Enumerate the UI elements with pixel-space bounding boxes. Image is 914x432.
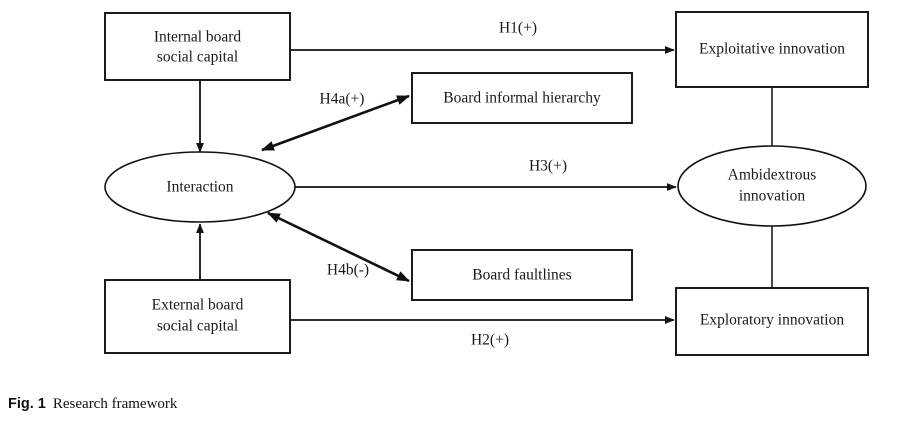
research-framework-diagram: H1(+) H2(+) H3(+) H4a(+) H4b(-) bbox=[104, 11, 869, 356]
node-interaction[interactable]: Interaction bbox=[104, 151, 296, 223]
node-board-faultlines-label: Board faultlines bbox=[472, 267, 571, 284]
figure-caption-label: Fig. 1 bbox=[8, 396, 46, 412]
edge-h3-label: H3(+) bbox=[529, 158, 567, 175]
node-external-board-social-capital-line1: External board bbox=[152, 297, 244, 314]
figure-caption-text: Research framework bbox=[52, 396, 178, 412]
edge-h4b-label: H4b(-) bbox=[327, 262, 369, 279]
node-ambidextrous-innovation-line1: Ambidextrous bbox=[728, 167, 817, 184]
node-board-faultlines[interactable]: Board faultlines bbox=[411, 249, 633, 301]
node-ambidextrous-innovation-line2: innovation bbox=[739, 188, 806, 205]
edge-h2-label: H2(+) bbox=[471, 332, 509, 349]
node-board-informal-hierarchy[interactable]: Board informal hierarchy bbox=[411, 72, 633, 124]
node-board-informal-hierarchy-label: Board informal hierarchy bbox=[443, 90, 601, 107]
figure-caption: Fig. 1 Research framework bbox=[8, 396, 177, 413]
node-exploratory-innovation[interactable]: Exploratory innovation bbox=[675, 287, 869, 356]
node-ambidextrous-innovation[interactable]: Ambidextrous innovation bbox=[677, 145, 867, 227]
node-interaction-label: Interaction bbox=[166, 179, 233, 196]
node-external-board-social-capital[interactable]: External board social capital bbox=[104, 279, 291, 354]
node-internal-board-social-capital-line1: Internal board bbox=[154, 29, 242, 46]
node-internal-board-social-capital-line2: social capital bbox=[157, 49, 238, 66]
edge-h4a: H4a(+) bbox=[261, 91, 410, 152]
edge-h4a-label: H4a(+) bbox=[320, 91, 365, 108]
node-exploratory-innovation-label: Exploratory innovation bbox=[700, 312, 844, 329]
node-internal-board-social-capital[interactable]: Internal board social capital bbox=[104, 12, 291, 81]
node-external-board-social-capital-line2: social capital bbox=[157, 318, 238, 335]
edge-h1: H1(+) bbox=[290, 20, 675, 54]
edge-h1-label: H1(+) bbox=[499, 20, 537, 37]
node-exploitative-innovation[interactable]: Exploitative innovation bbox=[675, 11, 869, 88]
node-exploitative-innovation-label: Exploitative innovation bbox=[699, 41, 845, 58]
edge-h4b: H4b(-) bbox=[267, 211, 410, 283]
edge-h3: H3(+) bbox=[295, 158, 677, 191]
edge-h2: H2(+) bbox=[290, 316, 675, 349]
